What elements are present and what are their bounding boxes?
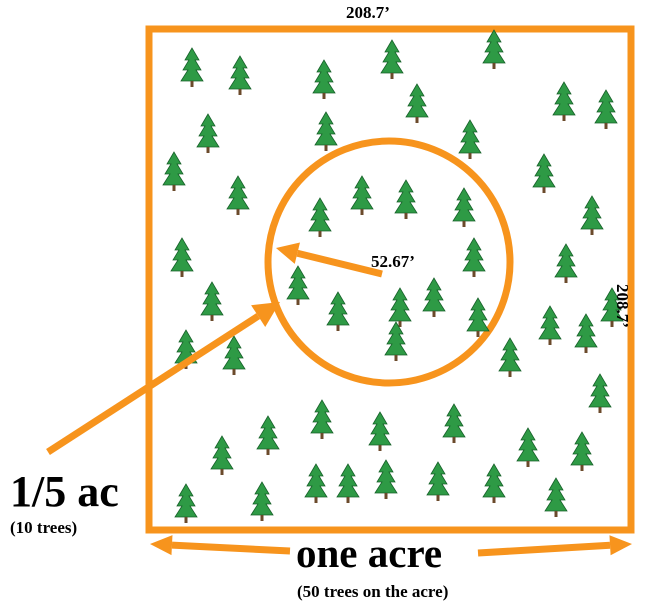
pine-tree-icon bbox=[538, 305, 562, 346]
plot-pointer-arrow-line bbox=[46, 313, 261, 455]
pine-tree-icon bbox=[326, 291, 350, 332]
pine-tree-icon bbox=[388, 287, 412, 328]
pine-tree-icon bbox=[422, 277, 446, 318]
pine-tree-icon bbox=[458, 119, 482, 160]
pine-tree-icon bbox=[162, 151, 186, 192]
pine-tree-icon bbox=[384, 321, 408, 362]
pine-tree-icon bbox=[310, 399, 334, 440]
pine-tree-icon bbox=[394, 179, 418, 220]
top-dimension-label: 208.7’ bbox=[346, 3, 390, 22]
acre-width-right-line bbox=[477, 541, 611, 557]
acre-area-label: one acre bbox=[296, 530, 443, 576]
pine-tree-icon bbox=[222, 335, 246, 376]
pine-tree-icon bbox=[180, 47, 204, 88]
radius-label: 52.67’ bbox=[371, 252, 415, 271]
pine-tree-icon bbox=[250, 481, 274, 522]
pine-tree-icon bbox=[532, 153, 556, 194]
acre-tree-count-label: (50 trees on the acre) bbox=[297, 582, 449, 601]
pine-tree-icon bbox=[574, 313, 598, 354]
pine-tree-icon bbox=[174, 483, 198, 524]
pine-tree-icon bbox=[304, 463, 328, 504]
pine-tree-icon bbox=[210, 435, 234, 476]
pine-tree-icon bbox=[588, 373, 612, 414]
pine-tree-icon bbox=[482, 29, 506, 70]
pine-tree-icon bbox=[580, 195, 604, 236]
pine-tree-icon bbox=[380, 39, 404, 80]
pine-tree-icon bbox=[405, 83, 429, 124]
pine-tree-icon bbox=[442, 403, 466, 444]
acre-width-right-arrowhead bbox=[609, 535, 632, 556]
acre-boundary-square bbox=[145, 25, 635, 534]
pine-tree-icon bbox=[552, 81, 576, 122]
pine-tree-icon bbox=[516, 427, 540, 468]
pine-tree-icon bbox=[570, 431, 594, 472]
pine-tree-icon bbox=[374, 459, 398, 500]
pine-tree-icon bbox=[308, 197, 332, 238]
pine-tree-icon bbox=[200, 281, 224, 322]
pine-tree-icon bbox=[482, 463, 506, 504]
pine-tree-icon bbox=[466, 297, 490, 338]
arrow-group bbox=[46, 242, 632, 557]
pine-tree-icon bbox=[554, 243, 578, 284]
radius-arrow-line bbox=[296, 249, 383, 278]
pine-tree-icon bbox=[196, 113, 220, 154]
pine-tree-icon bbox=[286, 265, 310, 306]
acre-width-left-arrowhead bbox=[150, 535, 173, 556]
pine-tree-icon bbox=[314, 111, 338, 152]
pine-tree-icon bbox=[452, 187, 476, 228]
plot-area-label: 1/5 ac bbox=[10, 467, 119, 516]
radius-arrowhead bbox=[276, 242, 300, 264]
pine-tree-icon bbox=[498, 337, 522, 378]
pine-tree-icon bbox=[544, 477, 568, 518]
pine-tree-icon bbox=[312, 59, 336, 100]
pine-tree-icon bbox=[170, 237, 194, 278]
pine-tree-icon bbox=[336, 463, 360, 504]
pine-tree-icon bbox=[228, 55, 252, 96]
acre-width-left-line bbox=[171, 541, 291, 555]
pine-tree-icon bbox=[256, 415, 280, 456]
fifth-acre-plot-circle bbox=[264, 137, 514, 387]
side-dimension-label: 208.7’ bbox=[613, 284, 632, 328]
tree-group bbox=[162, 29, 624, 524]
pine-tree-icon bbox=[462, 237, 486, 278]
pine-tree-icon bbox=[594, 89, 618, 130]
plot-tree-count-label: (10 trees) bbox=[10, 518, 78, 537]
pine-tree-icon bbox=[226, 175, 250, 216]
pine-tree-icon bbox=[368, 411, 392, 452]
plot-pointer-arrowhead bbox=[251, 302, 280, 328]
pine-tree-icon bbox=[426, 461, 450, 502]
pine-tree-icon bbox=[350, 175, 374, 216]
